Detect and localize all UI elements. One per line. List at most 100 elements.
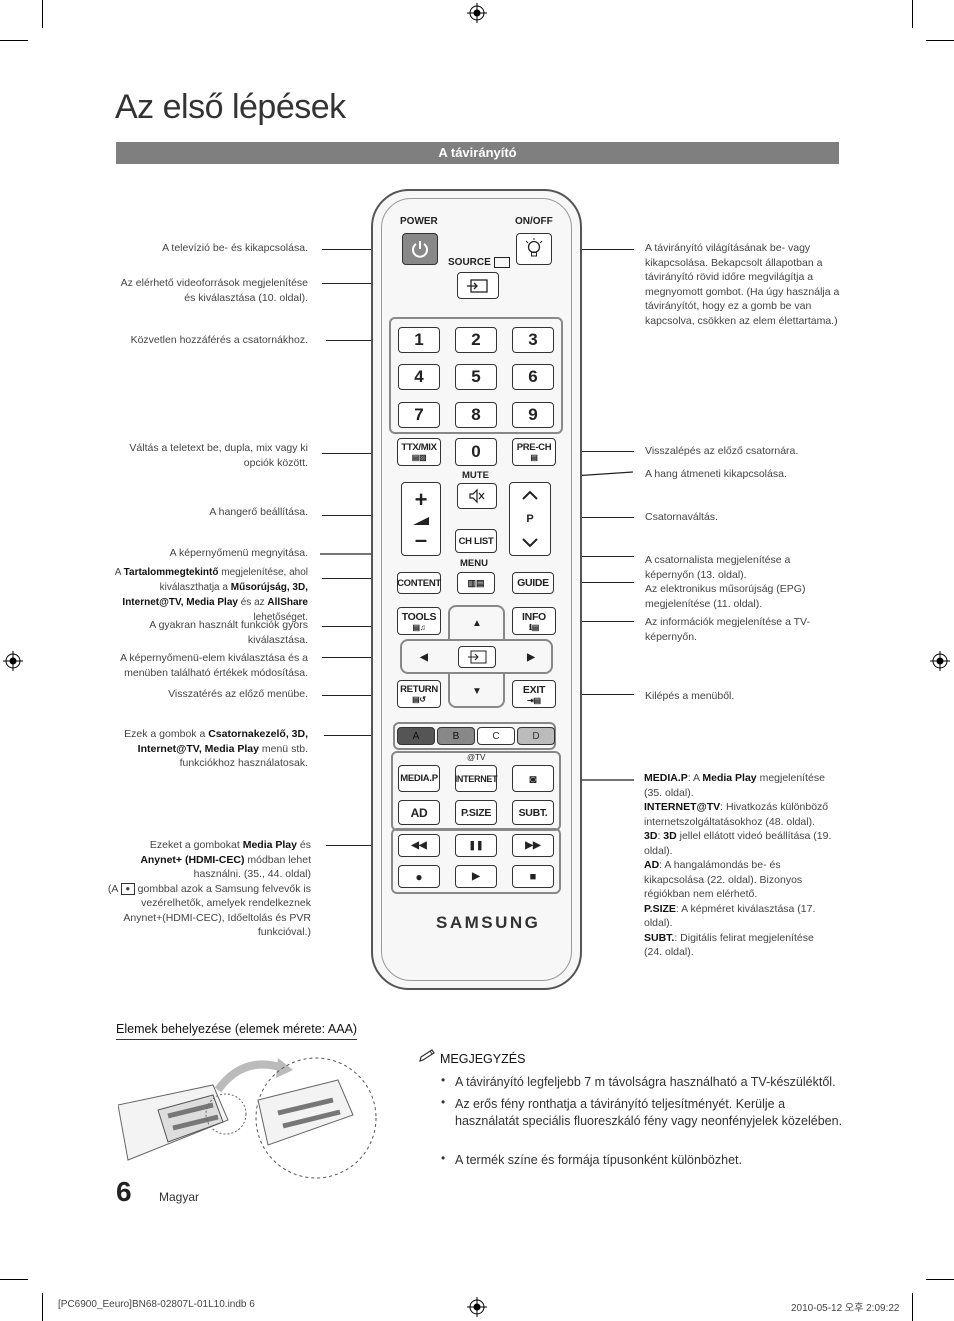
note-item: A termék színe és formája típusonként kü… <box>455 1153 742 1167</box>
chlist-button[interactable]: CH LIST <box>455 529 497 553</box>
input-source-icon <box>467 278 488 293</box>
pause-button[interactable]: ❚❚ <box>455 834 497 857</box>
guide-button[interactable]: GUIDE <box>512 572 554 594</box>
source-label: SOURCE <box>448 257 510 268</box>
psize-button[interactable]: P.SIZE <box>455 800 497 825</box>
stop-button[interactable]: ■ <box>512 865 554 888</box>
content-button[interactable]: CONTENT <box>397 572 441 594</box>
label-numbers: Közvetlen hozzáférés a csatornákhoz. <box>130 334 308 346</box>
digit-1-button[interactable]: 1 <box>398 327 440 353</box>
label-info: Az információk megjelenítése a TV-képern… <box>645 616 810 643</box>
right-arrow-button[interactable]: ▶ <box>527 651 535 663</box>
leader-line <box>554 621 634 623</box>
volume-rocker[interactable]: + – <box>401 482 441 556</box>
page-title: Az első lépések <box>115 88 346 126</box>
digit-7-button[interactable]: 7 <box>398 402 440 428</box>
digit-4-button[interactable]: 4 <box>398 364 440 390</box>
label-menu: A képernyőmenü megnyitása. <box>169 547 308 559</box>
crop-mark <box>912 1293 913 1321</box>
label-onoff: A távirányító világításának be- vagy kik… <box>645 242 840 327</box>
crop-mark <box>42 0 43 28</box>
rewind-button[interactable]: ◀◀ <box>398 834 440 857</box>
label-chlist: A csatornalista megjelenítése a képernyő… <box>645 554 791 581</box>
leader-line <box>322 578 397 580</box>
volume-ramp-icon <box>413 517 429 525</box>
exit-button[interactable]: EXIT⇥▤ <box>512 680 556 708</box>
down-arrow-button[interactable]: ▼ <box>472 685 482 697</box>
prech-button[interactable]: PRE-CH▤ <box>512 438 556 466</box>
label-prech: Visszalépés az előző csatornára. <box>645 445 799 457</box>
crop-mark <box>0 1279 28 1280</box>
registration-mark-icon <box>930 651 950 671</box>
number-pad-group <box>389 317 563 434</box>
internet-button[interactable]: INTERNET <box>455 765 498 792</box>
3d-button[interactable]: ◙ <box>512 765 554 792</box>
leader-line <box>554 582 634 584</box>
digit-2-button[interactable]: 2 <box>455 327 497 353</box>
light-button[interactable] <box>516 233 552 265</box>
menu-button[interactable]: ▥▤ <box>457 572 495 594</box>
tools-button[interactable]: TOOLS▤♫ <box>397 607 441 635</box>
label-navigation: A képernyőmenü-elem kiválasztása és a me… <box>120 652 308 679</box>
left-arrow-button[interactable]: ◀ <box>420 651 428 663</box>
crop-mark <box>42 1293 43 1321</box>
enter-button[interactable] <box>458 646 496 668</box>
source-button[interactable] <box>457 272 499 299</box>
label-exit: Kilépés a menüből. <box>645 690 735 702</box>
green-b-button[interactable]: B <box>437 727 475 745</box>
leader-line <box>322 453 397 455</box>
registration-mark-icon <box>467 1297 487 1317</box>
color-buttons-group <box>393 722 556 750</box>
leader-line <box>322 626 398 628</box>
battery-illustration <box>118 1057 377 1179</box>
digit-0-button[interactable]: 0 <box>455 438 497 466</box>
subt-button[interactable]: SUBT. <box>512 800 554 825</box>
label-media-buttons: Ezeket a gombokat Media Play és Anynet+ … <box>107 839 311 938</box>
label-color-buttons: Ezek a gombok a Csatornakezelő, 3D, Inte… <box>124 728 308 769</box>
lightbulb-icon <box>525 238 543 257</box>
section-header: A távirányító <box>116 142 839 164</box>
play-button[interactable]: ▶ <box>455 865 497 888</box>
leader-line <box>324 735 394 737</box>
bullet: • <box>441 1151 446 1165</box>
3d-glasses-icon: ◙ <box>529 771 537 786</box>
crop-mark <box>912 0 913 28</box>
label-guide: Az elektronikus műsorújság (EPG) megjele… <box>645 583 806 610</box>
leader-line <box>322 515 401 517</box>
registration-mark-icon <box>467 3 487 23</box>
footer-timestamp: 2010-05-12 오후 2:09:22 <box>791 1303 900 1314</box>
leader-line <box>322 657 400 659</box>
mediap-button[interactable]: MEDIA.P <box>398 765 440 792</box>
enter-icon <box>468 650 487 664</box>
footer-file: [PC6900_Eeuro]BN68-02807L-01L10.indb 6 <box>58 1299 255 1310</box>
yellow-c-button[interactable]: C <box>477 727 515 745</box>
label-channel: Csatornaváltás. <box>645 511 718 523</box>
leader-line <box>326 340 388 342</box>
function-buttons-group <box>391 751 561 831</box>
up-arrow-button[interactable]: ▲ <box>472 617 482 629</box>
record-button[interactable]: ● <box>398 865 440 888</box>
digit-6-button[interactable]: 6 <box>512 364 554 390</box>
language-label: Magyar <box>159 1190 200 1204</box>
return-button[interactable]: RETURN▤↺ <box>397 680 441 708</box>
label-content: A Tartalommegtekintő megjelenítése, ahol… <box>114 567 308 623</box>
digit-3-button[interactable]: 3 <box>512 327 554 353</box>
channel-down-icon <box>522 538 538 548</box>
brand-logo: SAMSUNG <box>436 913 541 932</box>
digit-5-button[interactable]: 5 <box>455 364 497 390</box>
red-a-button[interactable]: A <box>397 727 435 745</box>
digit-8-button[interactable]: 8 <box>455 402 497 428</box>
channel-rocker[interactable]: P <box>509 482 551 556</box>
mute-button[interactable] <box>457 483 497 509</box>
remote-inner-outline <box>381 198 572 981</box>
leader-line <box>554 249 634 251</box>
fast-forward-button[interactable]: ▶▶ <box>512 834 554 857</box>
ttx-mix-button[interactable]: TTX/MIX▤▨ <box>397 438 441 466</box>
ad-button[interactable]: AD <box>398 800 440 825</box>
digit-9-button[interactable]: 9 <box>512 402 554 428</box>
blue-d-button[interactable]: D <box>517 727 555 745</box>
power-button[interactable] <box>402 233 438 265</box>
volume-up-icon: + <box>414 487 428 512</box>
leader-line <box>556 694 634 696</box>
